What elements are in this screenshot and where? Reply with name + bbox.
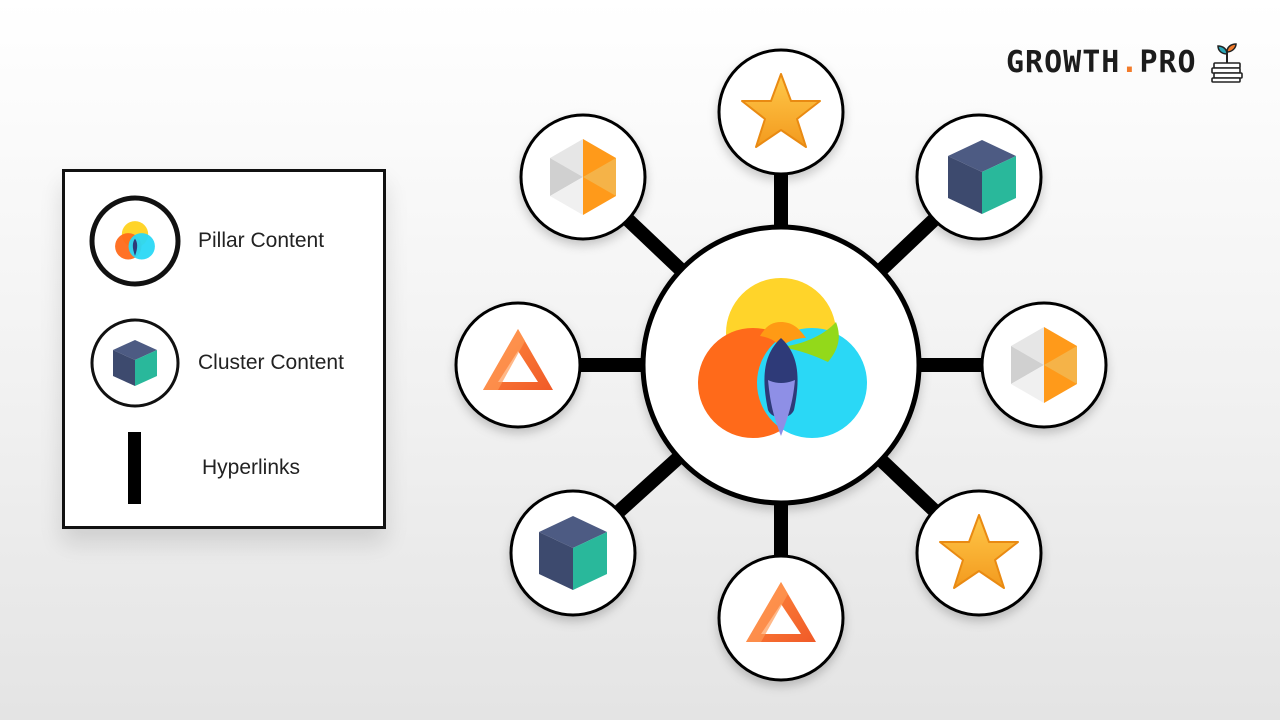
hexagon-icon: [1011, 327, 1077, 403]
brand-logo: GROWTH.PRO: [1006, 42, 1247, 83]
cluster-node-cube-top-right: [915, 113, 1043, 241]
black-bar-icon: [128, 432, 141, 504]
brand-name: GROWTH.PRO: [1006, 44, 1197, 80]
star-icon: [741, 73, 821, 148]
legend-label-pillar: Pillar Content: [198, 229, 325, 252]
plant-on-coins-icon: [1210, 43, 1243, 83]
star-icon: [939, 514, 1019, 589]
legend-box: Pillar Content Cluster Content Hyperlink…: [62, 169, 386, 529]
cluster-node-star-bottom-right: [915, 489, 1043, 617]
cluster-node-hexagon-right: [980, 301, 1108, 429]
venn-circles-icon: [89, 195, 181, 287]
triangle-icon: [746, 582, 816, 642]
cluster-node-triangle-bottom: [717, 554, 845, 682]
legend-label-cluster: Cluster Content: [198, 351, 344, 374]
venn-circles-icon: [698, 278, 867, 438]
hexagon-icon: [550, 139, 616, 215]
cluster-node-triangle-left: [454, 301, 582, 429]
cube-icon: [948, 140, 1016, 214]
triangle-icon: [483, 329, 553, 390]
cube-icon: [90, 318, 180, 408]
cluster-node-star-top: [717, 48, 845, 176]
pillar-node: [640, 224, 922, 506]
cluster-node-cube-bottom-left: [509, 489, 637, 617]
legend-item-pillar: Pillar Content: [65, 194, 324, 288]
cube-icon: [539, 516, 607, 590]
legend-item-hyperlinks: Hyperlinks: [65, 430, 300, 506]
legend-item-cluster: Cluster Content: [65, 316, 344, 410]
cluster-node-hexagon-top-left: [519, 113, 647, 241]
legend-label-hyperlinks: Hyperlinks: [202, 456, 301, 479]
